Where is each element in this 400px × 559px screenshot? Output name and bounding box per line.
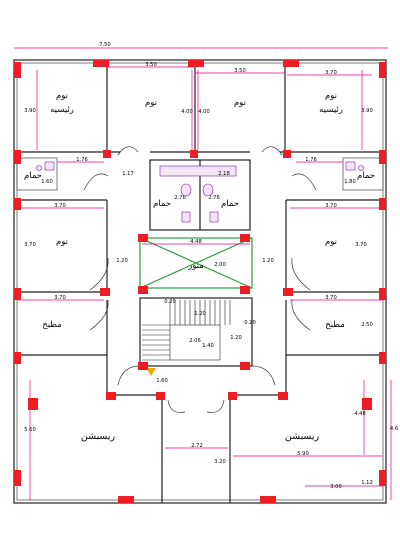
room-bedroom-tr: نوم [325,91,337,101]
door-arc-bed2-right [291,257,311,291]
outer-wall-inner [16,62,384,501]
shaft-diag-2 [139,237,253,289]
dim-rec-right-w: 5.90 [297,451,309,457]
dim-stair-b: 1.20 [194,311,206,317]
room-bath-right-small: حمام [357,171,375,181]
door-arc-kitchen-left [89,299,109,331]
dim-rec-h-left: 5.60 [24,427,36,433]
dim-kitchen-h-right: 2.50 [361,322,373,328]
outer-wall [13,59,387,504]
dim-hall-left: 1.17 [122,171,134,177]
dim-stair-e: 1.40 [202,343,214,349]
room-bedroom-tr-sub: رئيسيه [319,105,343,115]
dim-landing: 1.60 [156,378,168,384]
dim-bath-center-h1: 2.76 [174,195,186,201]
dim-stair-d: 1.20 [230,335,242,341]
center-bath-counter [159,165,237,177]
dim-bed2-top-left: 3.70 [54,203,66,209]
dim-stair-w: 2.06 [189,338,201,344]
sink-right-icon [345,161,356,171]
room-bedroom-tl: نوم [56,91,68,101]
dim-entry-w: 2.72 [191,443,203,449]
dim-bath-left-w: 1.76 [76,157,88,163]
dim-bed2-top-right: 3.70 [325,203,337,209]
dim-bath-right-h: 1.80 [344,179,356,185]
room-bedroom-tl-sub: رئيسيه [50,105,74,115]
dim-shaft-w: 4.48 [190,239,202,245]
dim-shaft-h: 2.00 [214,262,226,268]
structural-columns [14,60,386,503]
stair-landing-box [169,324,221,361]
room-bath-center-right: حمام [221,199,239,209]
toilet-left-icon [180,183,192,197]
door-arc-entry-right [206,399,225,413]
dim-tr-height: 3.90 [361,108,373,114]
door-arc-bed2-left [89,257,109,291]
door-arc-entry-left [167,399,186,413]
dim-tl-height: 3.90 [24,108,36,114]
room-bedroom-mid-right: نوم [234,98,246,108]
shaft-box [139,237,253,289]
stair-steps [142,300,231,361]
door-arc-left-hall [83,173,109,191]
sink-left-icon [44,161,55,171]
dim-hall-l2: 1.20 [116,258,128,264]
room-shaft: منور [187,261,204,271]
dim-bed2-h-left: 3.70 [24,242,36,248]
dim-top-right: 3.70 [325,70,337,76]
room-bath-center-left: حمام [153,199,171,209]
dim-stair-a: 0.20 [164,299,176,305]
dim-bottom-right: 3.00 [330,484,342,490]
overall-width-label: 7.50 [99,42,111,48]
dim-hall-r2: 1.20 [262,258,274,264]
door-arc-kitchen-right [291,299,311,331]
room-bedroom-right2: نوم [325,237,337,247]
stair-direction-arrow-icon [146,368,156,376]
room-kitchen-left: مطبخ [42,320,62,330]
dim-bed2-h-right: 3.70 [355,242,367,248]
dim-bath-center-h2: 2.76 [208,195,220,201]
bath-left-small-box [16,157,58,191]
door-arc-left-top [117,146,139,156]
room-bedroom-left2: نوم [56,237,68,247]
dim-top-mid-right: 3.50 [234,68,246,74]
dim-kitchen-top-right: 3.70 [325,295,337,301]
door-arc-stair-left [117,365,141,386]
dim-bottom-right-h: 1.12 [361,480,373,486]
door-arc-right-hall [291,173,317,191]
dim-entry-h: 3.20 [214,459,226,465]
bath-right-small-box [342,157,384,191]
dim-mid-height-right: 4.00 [198,109,210,115]
room-bath-left-small: حمام [24,171,42,181]
room-reception-right: ريسبشن [285,431,320,442]
stair-core [139,297,253,367]
dim-rec-h-right: 4.48 [354,411,366,417]
door-arc-stair-right [251,365,276,386]
dim-top-mid-left: 3.50 [145,62,157,68]
dim-stair-c: 0.20 [244,320,256,326]
dim-bath-left-h: 1.60 [41,179,53,185]
room-bedroom-mid-left: نوم [145,98,157,108]
room-reception-left: ريسبشن [81,431,116,442]
dim-kitchen-top-left: 3.70 [54,295,66,301]
drain-right-icon [358,165,364,171]
shower-left-icon [181,211,191,223]
drain-left-icon [36,165,42,171]
dim-far-right-h: 4.6 [390,426,398,432]
shower-right-icon [209,211,219,223]
dim-bath-center-w: 2.18 [218,171,230,177]
toilet-right-icon [202,183,214,197]
door-arc-right-top [261,146,283,156]
dim-mid-height-left: 4.00 [181,109,193,115]
room-kitchen-right: مطبخ [325,320,345,330]
dim-bath-right-w: 1.76 [305,157,317,163]
